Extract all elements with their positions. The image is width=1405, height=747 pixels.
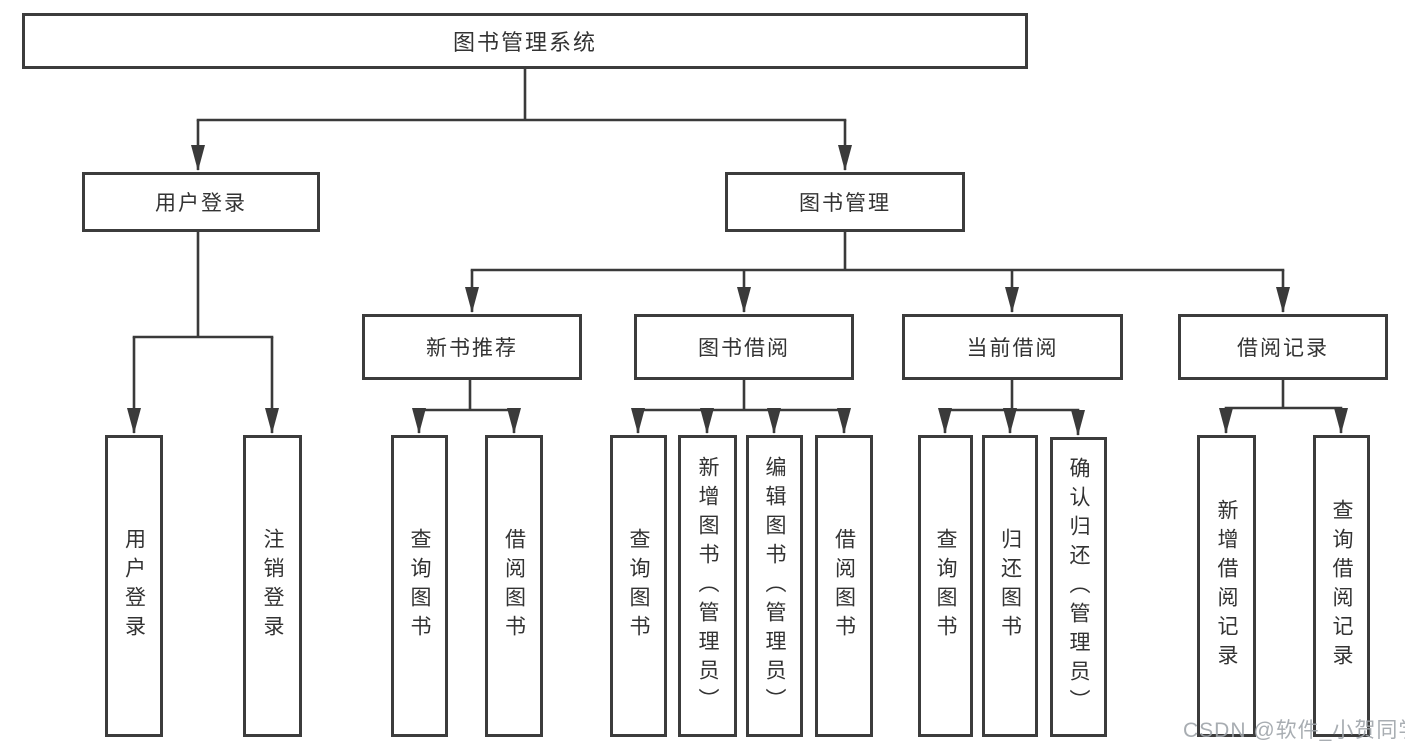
node-library-management-system: 图书管理系统 bbox=[22, 13, 1028, 69]
leaf-label: 确认归还（管理员） bbox=[1067, 456, 1090, 718]
leaf-label: 用户登录 bbox=[122, 528, 146, 644]
leaf-label: 编辑图书（管理员） bbox=[763, 455, 786, 717]
connector-borrow-records-to-children bbox=[1219, 380, 1348, 434]
leaf-label: 借阅图书 bbox=[832, 528, 856, 644]
leaf-label: 查询图书 bbox=[408, 528, 431, 644]
connector-user-login-to-children bbox=[127, 232, 279, 434]
leaf-add-books-admin: 新增图书（管理员） bbox=[678, 435, 737, 737]
leaf-label: 借阅图书 bbox=[502, 528, 526, 644]
node-current-borrowing: 当前借阅 bbox=[902, 314, 1123, 380]
leaf-query-books-1: 查询图书 bbox=[391, 435, 448, 737]
connector-book-mgmt-to-level3 bbox=[465, 232, 1290, 313]
leaf-return-books: 归还图书 bbox=[982, 435, 1038, 737]
connector-root-to-level2 bbox=[191, 68, 852, 171]
node-book-management: 图书管理 bbox=[725, 172, 965, 232]
leaf-borrow-books-2: 借阅图书 bbox=[815, 435, 873, 737]
leaf-label: 查询图书 bbox=[934, 528, 957, 644]
connector-book-borrow-to-children bbox=[631, 380, 851, 434]
node-new-book-recommendation: 新书推荐 bbox=[362, 314, 582, 380]
leaf-user-login: 用户登录 bbox=[105, 435, 163, 737]
leaf-query-books-2: 查询图书 bbox=[610, 435, 667, 737]
leaf-label: 新增借阅记录 bbox=[1215, 499, 1238, 673]
leaf-query-books-3: 查询图书 bbox=[918, 435, 973, 737]
leaf-add-borrow-record: 新增借阅记录 bbox=[1197, 435, 1256, 737]
leaf-label: 查询图书 bbox=[627, 528, 650, 644]
leaf-label: 新增图书（管理员） bbox=[696, 455, 719, 717]
node-user-login: 用户登录 bbox=[82, 172, 320, 232]
leaf-label: 归还图书 bbox=[998, 528, 1022, 644]
leaf-logout: 注销登录 bbox=[243, 435, 302, 737]
csdn-watermark: CSDN @软件_小贺同学 bbox=[1183, 719, 1405, 742]
leaf-query-borrow-record: 查询借阅记录 bbox=[1313, 435, 1370, 737]
node-book-borrowing: 图书借阅 bbox=[634, 314, 854, 380]
connector-current-borrow-to-children bbox=[938, 380, 1085, 436]
leaf-borrow-books-1: 借阅图书 bbox=[485, 435, 543, 737]
leaf-confirm-return-admin: 确认归还（管理员） bbox=[1050, 437, 1107, 737]
connector-new-books-to-children bbox=[412, 380, 521, 434]
leaf-label: 注销登录 bbox=[261, 528, 284, 644]
leaf-edit-books-admin: 编辑图书（管理员） bbox=[746, 435, 803, 737]
node-borrowing-records: 借阅记录 bbox=[1178, 314, 1388, 380]
leaf-label: 查询借阅记录 bbox=[1330, 499, 1353, 673]
